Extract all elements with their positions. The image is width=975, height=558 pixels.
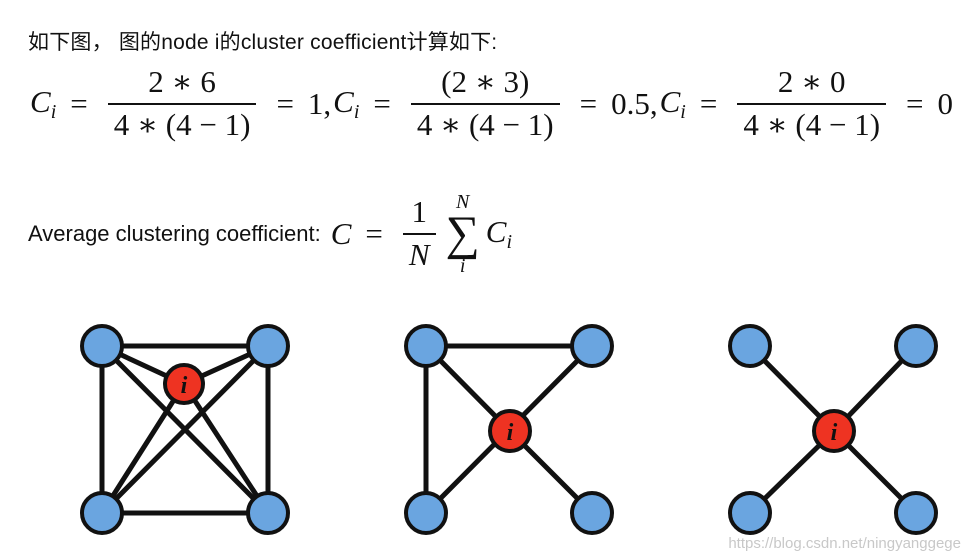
node (80, 491, 124, 535)
graph-partially-connected: i (384, 300, 624, 550)
node (728, 324, 772, 368)
sum-upper-limit: N (456, 191, 470, 214)
node (404, 324, 448, 368)
graph-2-nodes (404, 324, 614, 535)
center-node-label: i (831, 420, 838, 446)
average-lhs: C (330, 216, 352, 251)
node (570, 324, 614, 368)
eq2-lhs: Ci (333, 84, 360, 123)
graph-1-svg: i (80, 324, 290, 535)
eq3-fraction: 2 ∗ 0 4 ∗ (4 − 1) (737, 64, 887, 142)
eq1-numerator: 2 ∗ 6 (148, 64, 216, 100)
node (894, 491, 938, 535)
eq2-denominator: 4 ∗ (4 − 1) (410, 103, 560, 142)
average-denominator: N (402, 233, 436, 272)
eq3-result: 0 (937, 86, 954, 121)
equation-1: Ci = 2 ∗ 6 4 ∗ (4 − 1) = 1 , (30, 64, 332, 142)
node (894, 324, 938, 368)
graph-1-edges (99, 343, 271, 516)
watermark: https://blog.csdn.net/ningyanggege (728, 535, 961, 552)
equation-3: Ci = 2 ∗ 0 4 ∗ (4 − 1) = 0 (659, 64, 954, 142)
graph-2-svg: i (404, 324, 614, 535)
intro-text: 如下图， 图的node i的cluster coefficient计算如下: (28, 31, 498, 54)
average-numerator: 1 (411, 194, 427, 230)
eq3-lhs: Ci (659, 84, 686, 123)
edge (99, 381, 187, 516)
equation-row: Ci = 2 ∗ 6 4 ∗ (4 − 1) = 1 , Ci = (2 ∗ 3… (30, 62, 953, 146)
edge (181, 381, 271, 516)
edge (99, 343, 271, 516)
center-node (488, 409, 532, 453)
eq3-denominator: 4 ∗ (4 − 1) (737, 103, 887, 142)
node (246, 324, 290, 368)
node (728, 491, 772, 535)
node (246, 491, 290, 535)
average-label: Average clustering coefficient: (28, 221, 321, 246)
equation-2: Ci = (2 ∗ 3) 4 ∗ (4 − 1) = 0.5 , (333, 64, 658, 142)
eq1-denominator: 4 ∗ (4 − 1) (107, 103, 257, 142)
sigma-symbol: ∑ (445, 207, 480, 261)
center-node (163, 363, 205, 405)
average-formula: Average clustering coefficient: C = 1 N … (28, 191, 513, 277)
eq3-numerator: 2 ∗ 0 (777, 64, 846, 100)
node (570, 491, 614, 535)
summation: N ∑ i (446, 192, 480, 275)
center-node (812, 409, 856, 453)
eq1-result: 1 (307, 86, 324, 121)
eq1-lhs: Ci (30, 84, 57, 123)
node (80, 324, 124, 368)
graph-star: i (708, 300, 948, 550)
center-node-label: i (507, 420, 514, 446)
sum-term: Ci (485, 214, 513, 253)
node (404, 491, 448, 535)
center-node-label: i (181, 373, 188, 399)
graph-3-svg: i (728, 324, 938, 535)
sum-lower-limit: i (459, 254, 466, 277)
graph-fully-connected: i (60, 300, 300, 550)
eq2-result: 0.5 (611, 86, 650, 121)
eq1-fraction: 2 ∗ 6 4 ∗ (4 − 1) (107, 64, 257, 142)
graph-3-nodes (728, 324, 938, 535)
eq2-fraction: (2 ∗ 3) 4 ∗ (4 − 1) (410, 64, 560, 142)
average-fraction: 1 N (402, 194, 436, 272)
eq2-numerator: (2 ∗ 3) (441, 64, 530, 100)
graph-1-nodes (80, 324, 290, 535)
